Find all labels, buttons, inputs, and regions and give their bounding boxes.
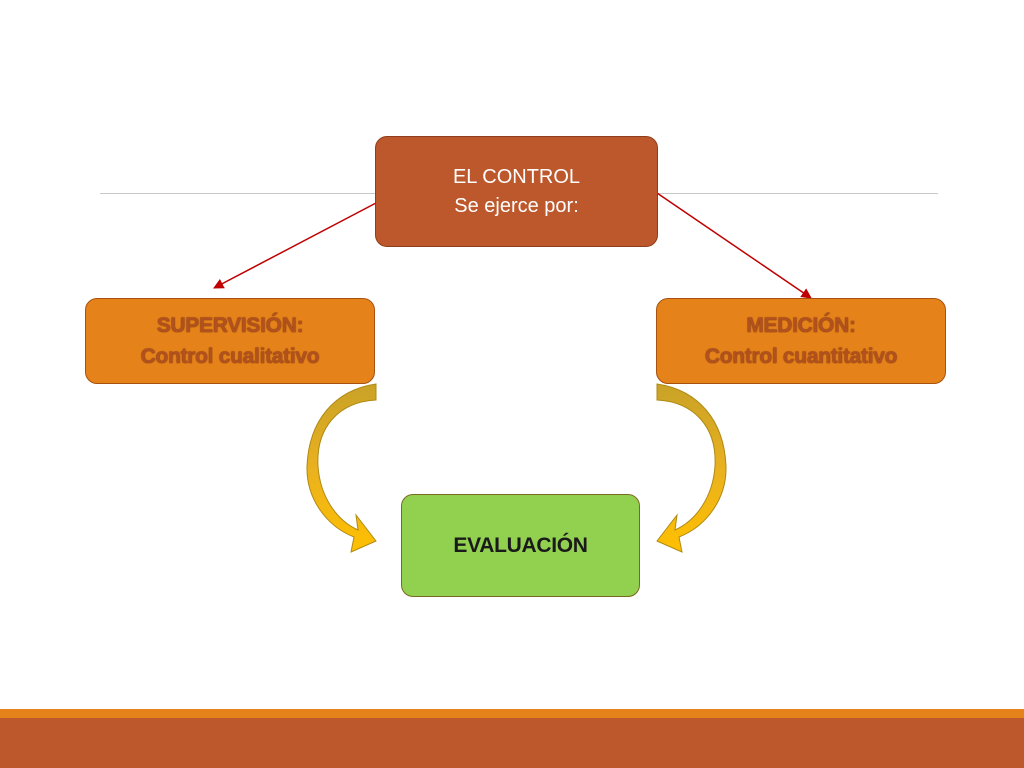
medicion-subtitle: Control cuantitativo [704, 345, 898, 368]
control-subtitle: Se ejerce por: [454, 194, 579, 217]
control-title: EL CONTROL [452, 165, 581, 188]
medicion-box: MEDICIÓN: Control cuantitativo [656, 298, 946, 384]
connector-control-to-medicion [656, 192, 812, 299]
control-box: EL CONTROL Se ejerce por: [375, 136, 658, 247]
supervision-subtitle: Control cualitativo [140, 345, 320, 368]
connector-control-to-supervision [213, 202, 377, 289]
footer-stripe [0, 709, 1024, 718]
evaluacion-box: EVALUACIÓN [401, 494, 640, 597]
medicion-title: MEDICIÓN: [746, 314, 856, 337]
curved-arrow-left [306, 383, 377, 553]
supervision-box: SUPERVISIÓN: Control cualitativo [85, 298, 375, 384]
evaluacion-label: EVALUACIÓN [453, 533, 588, 557]
curved-arrow-right [656, 383, 727, 553]
footer-band [0, 718, 1024, 768]
supervision-title: SUPERVISIÓN: [156, 314, 304, 337]
